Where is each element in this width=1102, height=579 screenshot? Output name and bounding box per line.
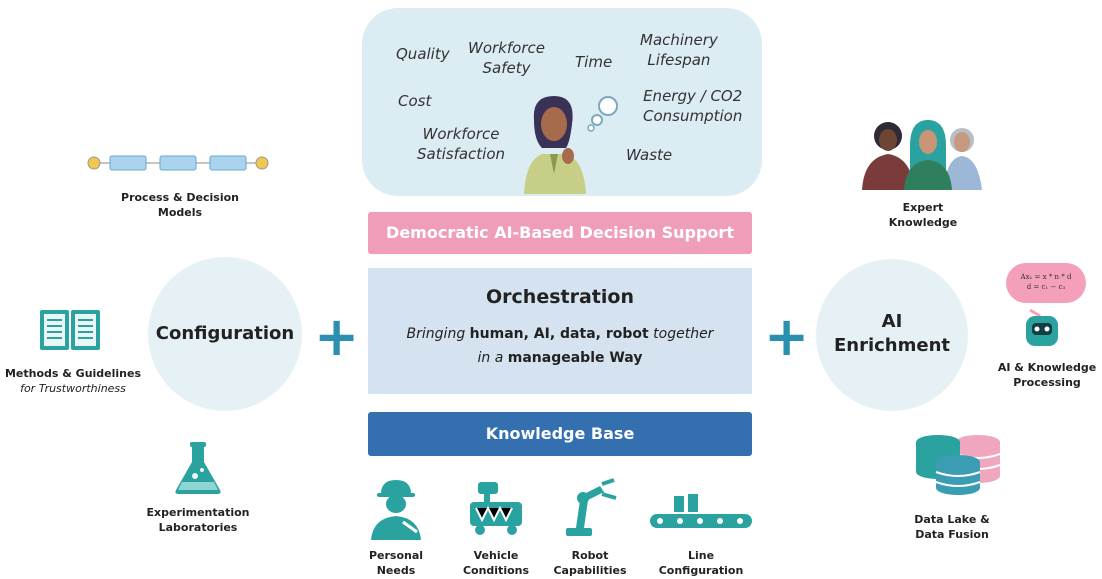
- subtitle-part: together: [653, 326, 714, 342]
- robot-capabilities-caption: Robot Capabilities: [553, 549, 627, 577]
- cloud-word-workforce-satisfaction: Workforce Satisfaction: [417, 125, 506, 163]
- cloud-word-quality: Quality: [396, 45, 450, 63]
- vehicle-icon: [470, 482, 522, 535]
- formula-line: d = c₁ − c₃: [1026, 283, 1066, 291]
- robot-icon: [1026, 308, 1058, 346]
- process-models-caption: Process & Decision Models: [121, 191, 239, 219]
- ai-processing-caption: AI & Knowledge Processing: [997, 361, 1097, 389]
- formula-bubble: Ax₁ = x * n * d d = c₁ − c₃: [1006, 263, 1086, 303]
- robot-arm-icon: [566, 478, 617, 536]
- cloud-word-workforce-safety: Workforce Safety: [468, 39, 545, 77]
- orchestration-title: Orchestration: [486, 286, 634, 308]
- knowledge-base-bar: Knowledge Base: [368, 412, 752, 456]
- cloud-word-machinery-lifespan: Machinery Lifespan: [640, 31, 718, 69]
- expert-knowledge-caption: Expert Knowledge: [888, 201, 958, 229]
- formula-line: Ax₁ = x * n * d: [1020, 273, 1072, 281]
- database-icon: [916, 435, 1001, 495]
- ai-enrichment-circle: [816, 259, 968, 411]
- data-lake-caption: Data Lake & Data Fusion: [914, 513, 990, 541]
- cloud-word-time: Time: [575, 53, 613, 71]
- conveyor-icon: [650, 494, 752, 528]
- line-configuration-caption: Line Configuration: [658, 549, 744, 577]
- methods-title: Methods & Guidelines: [4, 367, 142, 380]
- vehicle-conditions-caption: Vehicle Conditions: [462, 549, 530, 577]
- subtitle-part: manageable Way: [507, 350, 643, 366]
- plus-icon-right: +: [764, 305, 810, 368]
- cloud-word-waste: Waste: [626, 146, 673, 164]
- subtitle-part: in a: [477, 350, 504, 366]
- cloud-word-cost: Cost: [398, 92, 432, 110]
- orchestration-subtitle: Bringing human, AI, data, robot together…: [368, 322, 752, 370]
- ai-enrichment-label: AI Enrichment: [833, 311, 951, 356]
- experts-illustration: [862, 120, 982, 190]
- configuration-label: Configuration: [155, 323, 295, 344]
- worker-icon: [371, 480, 421, 540]
- flask-icon: [175, 442, 221, 494]
- cloud-word-energy: Energy / CO2 Consumption: [643, 87, 743, 125]
- subtitle-part: human, AI, data, robot: [469, 326, 649, 342]
- labs-caption: Experimentation Laboratories: [146, 506, 250, 534]
- plus-icon-left: +: [314, 305, 360, 368]
- orchestration-box: Orchestration Bringing human, AI, data, …: [368, 268, 752, 394]
- methods-caption: Methods & Guidelines for Trustworthiness: [0, 366, 146, 396]
- decision-support-bar: Democratic AI-Based Decision Support: [368, 212, 752, 254]
- personal-needs-caption: Personal Needs: [368, 549, 424, 577]
- methods-subtitle: for Trustworthiness: [20, 382, 126, 395]
- subtitle-part: Bringing: [406, 326, 466, 342]
- configuration-circle: [148, 257, 302, 411]
- process-model-icon: [87, 155, 269, 171]
- thinking-person-illustration: [524, 96, 618, 194]
- book-icon: [40, 310, 100, 350]
